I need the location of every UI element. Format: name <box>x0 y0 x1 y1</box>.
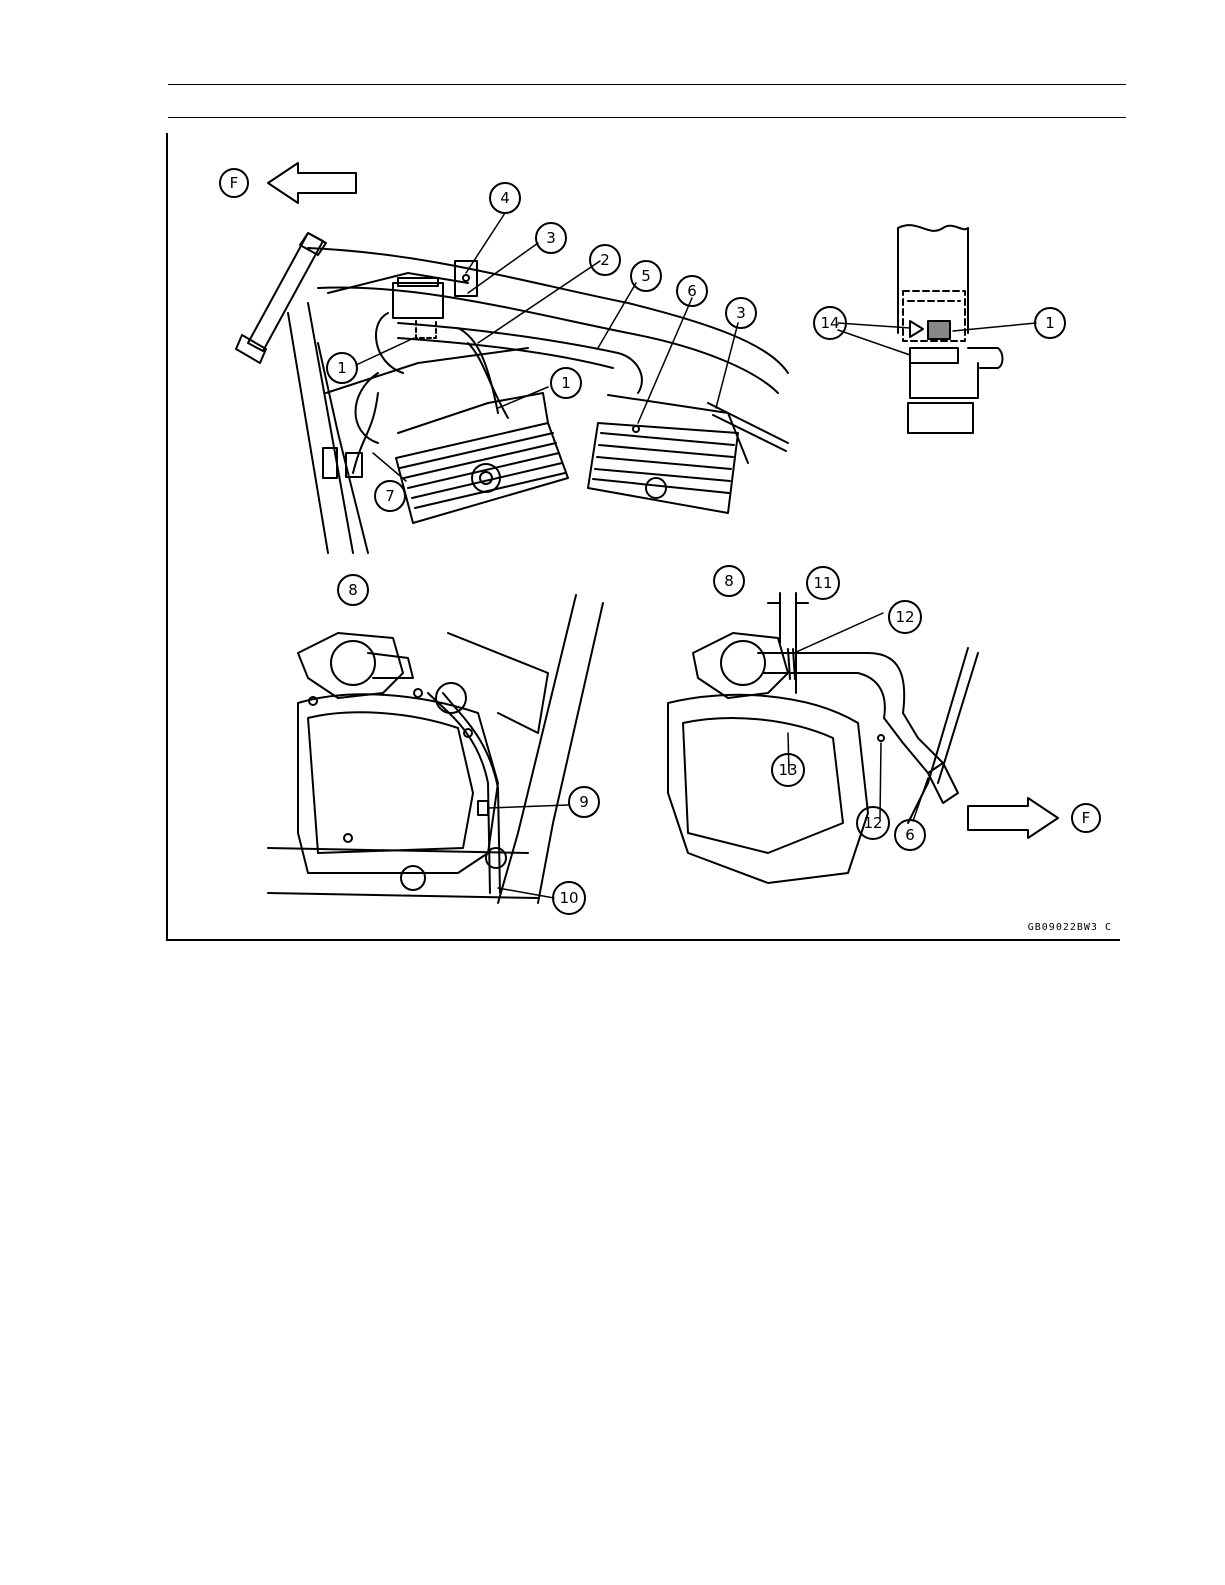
callout-3-right: 3 <box>726 298 756 328</box>
callout-1-center: 1 <box>551 368 581 398</box>
callout-11: 11 <box>807 567 839 599</box>
svg-text:5: 5 <box>641 267 651 285</box>
callouts: 4 3 2 5 6 3 1 1 <box>327 183 1065 914</box>
callout-12-lower: 12 <box>857 807 889 839</box>
callout-6-upper: 6 <box>677 276 707 306</box>
svg-text:4: 4 <box>500 189 510 207</box>
callout-6-lower: 6 <box>895 820 925 850</box>
hose-routing-figure: F <box>166 133 1120 941</box>
front-arrow-right: F <box>968 798 1100 838</box>
callout-5: 5 <box>631 261 661 291</box>
leader-lines <box>356 213 1036 898</box>
bottom-right-case-view <box>668 593 978 883</box>
svg-text:11: 11 <box>813 574 832 592</box>
callout-1-detail: 1 <box>1035 308 1065 338</box>
rear-cylinder-head <box>588 395 748 513</box>
svg-text:1: 1 <box>561 374 571 392</box>
svg-text:1: 1 <box>337 359 347 377</box>
diagram-canvas: F <box>168 133 1120 939</box>
svg-text:14: 14 <box>820 314 839 332</box>
callout-2: 2 <box>590 245 620 275</box>
front-marker-label-right: F <box>1082 809 1091 827</box>
top-right-detail <box>898 225 1003 433</box>
callout-10: 10 <box>553 882 585 914</box>
svg-text:10: 10 <box>559 889 578 907</box>
callout-7: 7 <box>375 481 405 511</box>
callout-8-left: 8 <box>338 575 368 605</box>
svg-text:2: 2 <box>600 251 610 269</box>
svg-text:3: 3 <box>736 304 746 322</box>
svg-text:7: 7 <box>385 487 395 505</box>
svg-text:6: 6 <box>905 826 915 844</box>
svg-text:12: 12 <box>895 608 914 626</box>
front-cylinder-head <box>396 393 568 523</box>
bottom-left-case-view <box>268 595 603 903</box>
svg-text:9: 9 <box>579 793 589 811</box>
callout-9: 9 <box>569 787 599 817</box>
svg-text:3: 3 <box>546 229 556 247</box>
figure-code: GB09022BW3 C <box>1028 922 1112 933</box>
front-arrow-left: F <box>220 163 356 203</box>
header-rule-top <box>168 84 1126 85</box>
callout-12-upper: 12 <box>889 601 921 633</box>
front-marker-label: F <box>230 174 239 192</box>
callout-1-left: 1 <box>327 353 357 383</box>
svg-text:6: 6 <box>687 282 697 300</box>
svg-text:1: 1 <box>1045 314 1055 332</box>
callout-8-right: 8 <box>714 566 744 596</box>
top-view-engine <box>236 233 788 553</box>
svg-text:8: 8 <box>724 572 734 590</box>
callout-3-upper: 3 <box>536 223 566 253</box>
svg-text:12: 12 <box>863 814 882 832</box>
svg-text:8: 8 <box>348 581 358 599</box>
svg-text:13: 13 <box>778 761 797 779</box>
header-rule-bottom <box>168 117 1126 118</box>
callout-4: 4 <box>490 183 520 213</box>
